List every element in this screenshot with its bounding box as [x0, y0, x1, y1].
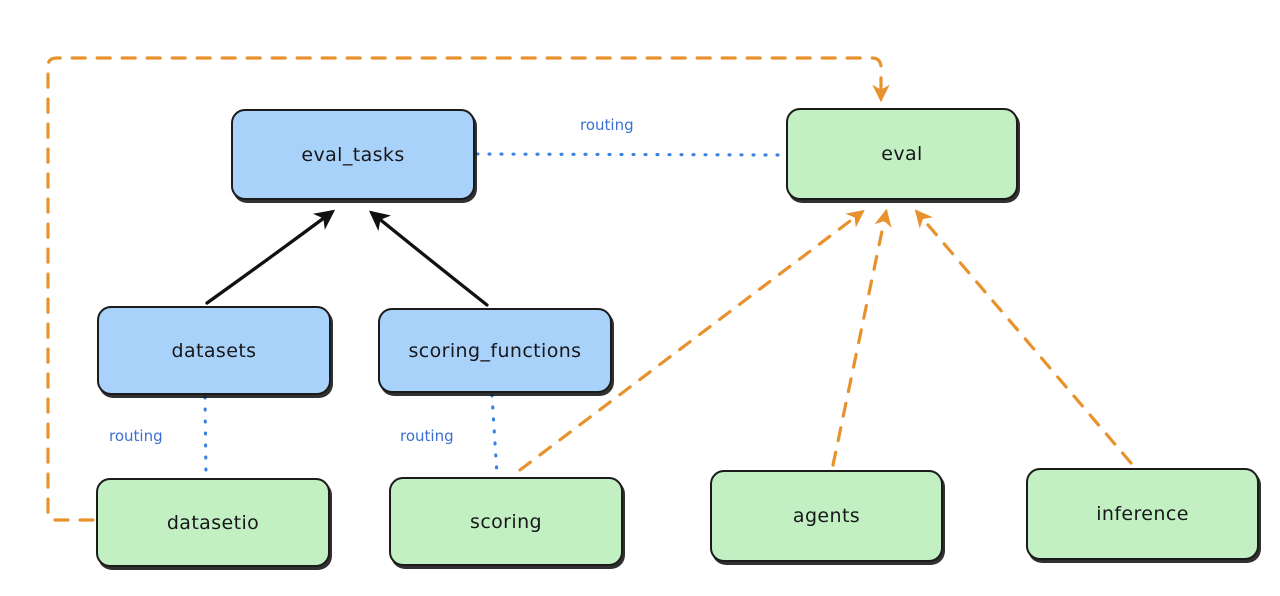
edge-label-routing-eval-tasks-eval: routing — [580, 116, 634, 134]
node-label-datasetio: datasetio — [166, 511, 260, 534]
edge-label-routing-datasets-datasetio: routing — [109, 427, 163, 445]
node-datasetio[interactable]: datasetio — [96, 478, 330, 567]
node-label-agents: agents — [792, 505, 861, 527]
edge-eval-tasks-to-eval — [475, 152, 786, 157]
node-agents[interactable]: agents — [710, 470, 943, 562]
edge-datasets-to-eval-tasks — [205, 209, 336, 305]
node-inference[interactable]: inference — [1026, 468, 1259, 560]
node-eval-tasks[interactable]: eval_tasks — [231, 109, 475, 200]
node-label-scoring-functions: scoring_functions — [408, 339, 582, 362]
node-datasets[interactable]: datasets — [97, 306, 331, 395]
node-label-eval: eval — [881, 143, 923, 165]
edge-label-routing-scoring-functions-scoring: routing — [400, 427, 454, 445]
edge-datasets-to-datasetio — [203, 395, 208, 478]
node-label-scoring: scoring — [470, 510, 542, 533]
node-label-inference: inference — [1096, 503, 1189, 525]
node-label-eval-tasks: eval_tasks — [301, 143, 405, 166]
node-scoring[interactable]: scoring — [389, 477, 623, 566]
edge-agents-to-eval — [831, 208, 892, 467]
edge-inference-to-eval — [914, 209, 1133, 465]
edge-scoring-functions-to-eval-tasks — [369, 210, 489, 307]
edge-scoring-functions-to-scoring — [490, 393, 499, 477]
node-eval[interactable]: eval — [786, 108, 1018, 200]
node-scoring-functions[interactable]: scoring_functions — [378, 308, 612, 393]
node-label-datasets: datasets — [171, 339, 257, 362]
